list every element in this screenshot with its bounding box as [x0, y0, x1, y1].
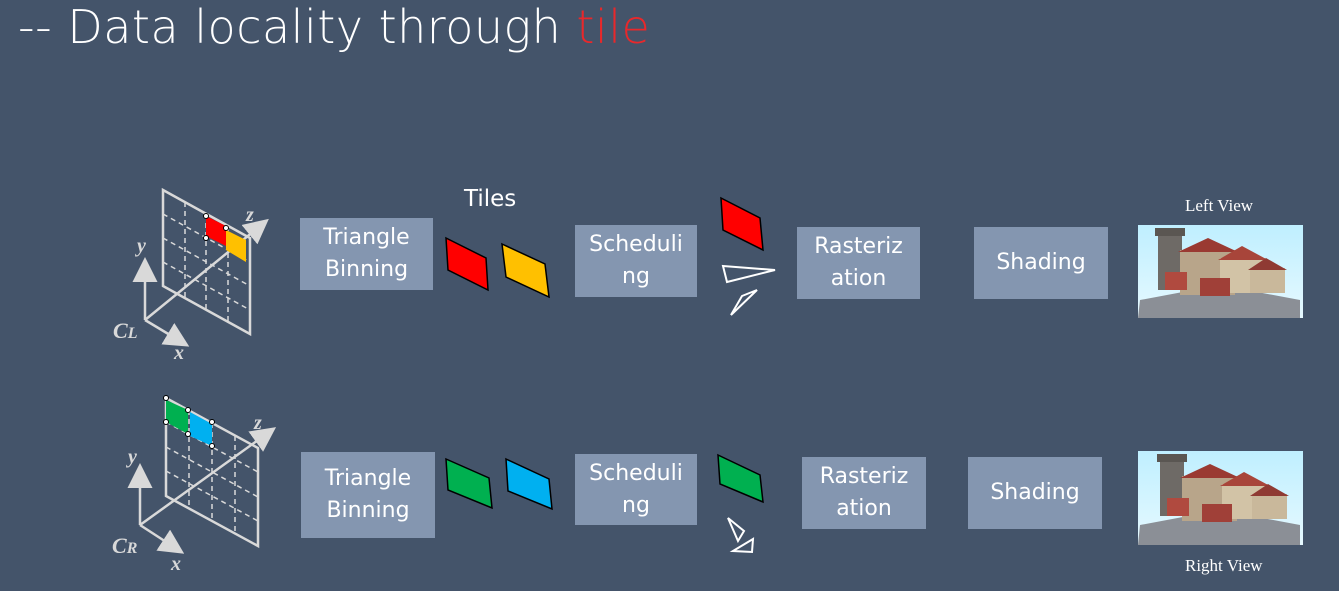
right-camera-diagram — [127, 395, 277, 554]
right-axis-y-label: y — [128, 446, 137, 468]
left-axis-y-label: y — [137, 235, 146, 257]
bottom-triangle-2 — [729, 537, 755, 554]
right-x-axis — [139, 523, 185, 554]
top-scheduled-tile-red — [720, 196, 764, 252]
left-axis-x-label: x — [174, 342, 184, 364]
left-camera-label: CL — [113, 318, 138, 343]
top-tile-yellow — [501, 242, 550, 299]
left-x-axis — [144, 318, 190, 347]
left-plane-vertices — [203, 213, 229, 241]
bottom-tile-blue — [505, 457, 553, 511]
right-view-label: Right View — [1185, 556, 1263, 575]
bottom-stage-shading: Shading — [968, 457, 1102, 529]
left-axis-z-label: z — [246, 204, 254, 226]
top-stage-rasterization: Rasteriz ation — [797, 227, 920, 299]
bottom-scheduled-tile-green — [717, 453, 764, 504]
bottom-stage-rasterization: Rasteriz ation — [802, 457, 926, 529]
left-image-plane — [161, 187, 252, 337]
right-plane-vertices — [163, 395, 215, 449]
right-plane-blue-tile — [190, 412, 212, 446]
top-stage-triangle-binning: Triangle Binning — [300, 218, 433, 290]
bottom-triangle-1 — [727, 517, 746, 544]
title-prefix: -- Data locality through — [18, 0, 577, 54]
bottom-stage-triangle-binning: Triangle Binning — [301, 452, 435, 538]
right-image-plane — [164, 395, 260, 549]
bottom-tile-green — [445, 457, 493, 510]
bottom-stage-scheduling: Scheduli ng — [575, 454, 697, 525]
slide-title: -- Data locality through tile — [18, 0, 650, 54]
left-view-label: Left View — [1185, 196, 1254, 215]
top-stage-scheduling: Scheduli ng — [575, 225, 697, 297]
right-axis-z-label: z — [254, 412, 262, 434]
left-z-axis — [144, 218, 269, 321]
title-highlight: tile — [576, 0, 651, 54]
right-view-image — [1138, 451, 1303, 545]
left-plane-red-tile — [206, 216, 226, 246]
right-plane-green-tile — [166, 400, 188, 434]
top-stage-shading: Shading — [974, 227, 1108, 299]
top-tile-red — [445, 236, 489, 292]
right-camera-label: CR — [112, 533, 138, 558]
left-plane-yellow-tile — [226, 230, 246, 262]
top-triangle-2 — [730, 289, 758, 316]
right-axis-x-label: x — [171, 553, 181, 575]
right-z-axis — [139, 427, 277, 527]
left-view-image — [1138, 225, 1303, 318]
top-triangle-1 — [721, 264, 776, 284]
tiles-label: Tiles — [464, 186, 517, 212]
